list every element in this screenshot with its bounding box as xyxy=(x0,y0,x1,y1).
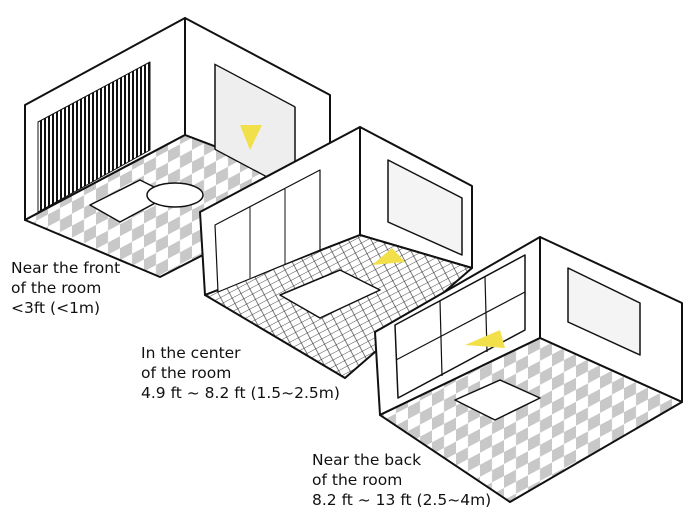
label-line: of the room xyxy=(11,279,102,297)
room-center xyxy=(199,126,473,379)
back-placement-label: Near the back of the room 8.2 ft ~ 13 ft… xyxy=(312,450,491,510)
label-distance: 4.9 ft ~ 8.2 ft (1.5~2.5m) xyxy=(141,384,340,402)
label-distance: 8.2 ft ~ 13 ft (2.5~4m) xyxy=(312,491,492,509)
label-line: of the room xyxy=(141,364,232,382)
label-line: In the center xyxy=(141,344,241,362)
label-line: of the room xyxy=(312,471,403,489)
label-line: Near the back xyxy=(312,451,422,469)
room-back xyxy=(374,236,683,503)
room-front xyxy=(24,17,331,278)
front-placement-label: Near the front of the room <3ft (<1m) xyxy=(11,258,120,318)
center-placement-label: In the center of the room 4.9 ft ~ 8.2 f… xyxy=(141,343,340,403)
label-line: Near the front xyxy=(11,259,121,277)
label-distance: <3ft (<1m) xyxy=(11,299,101,317)
